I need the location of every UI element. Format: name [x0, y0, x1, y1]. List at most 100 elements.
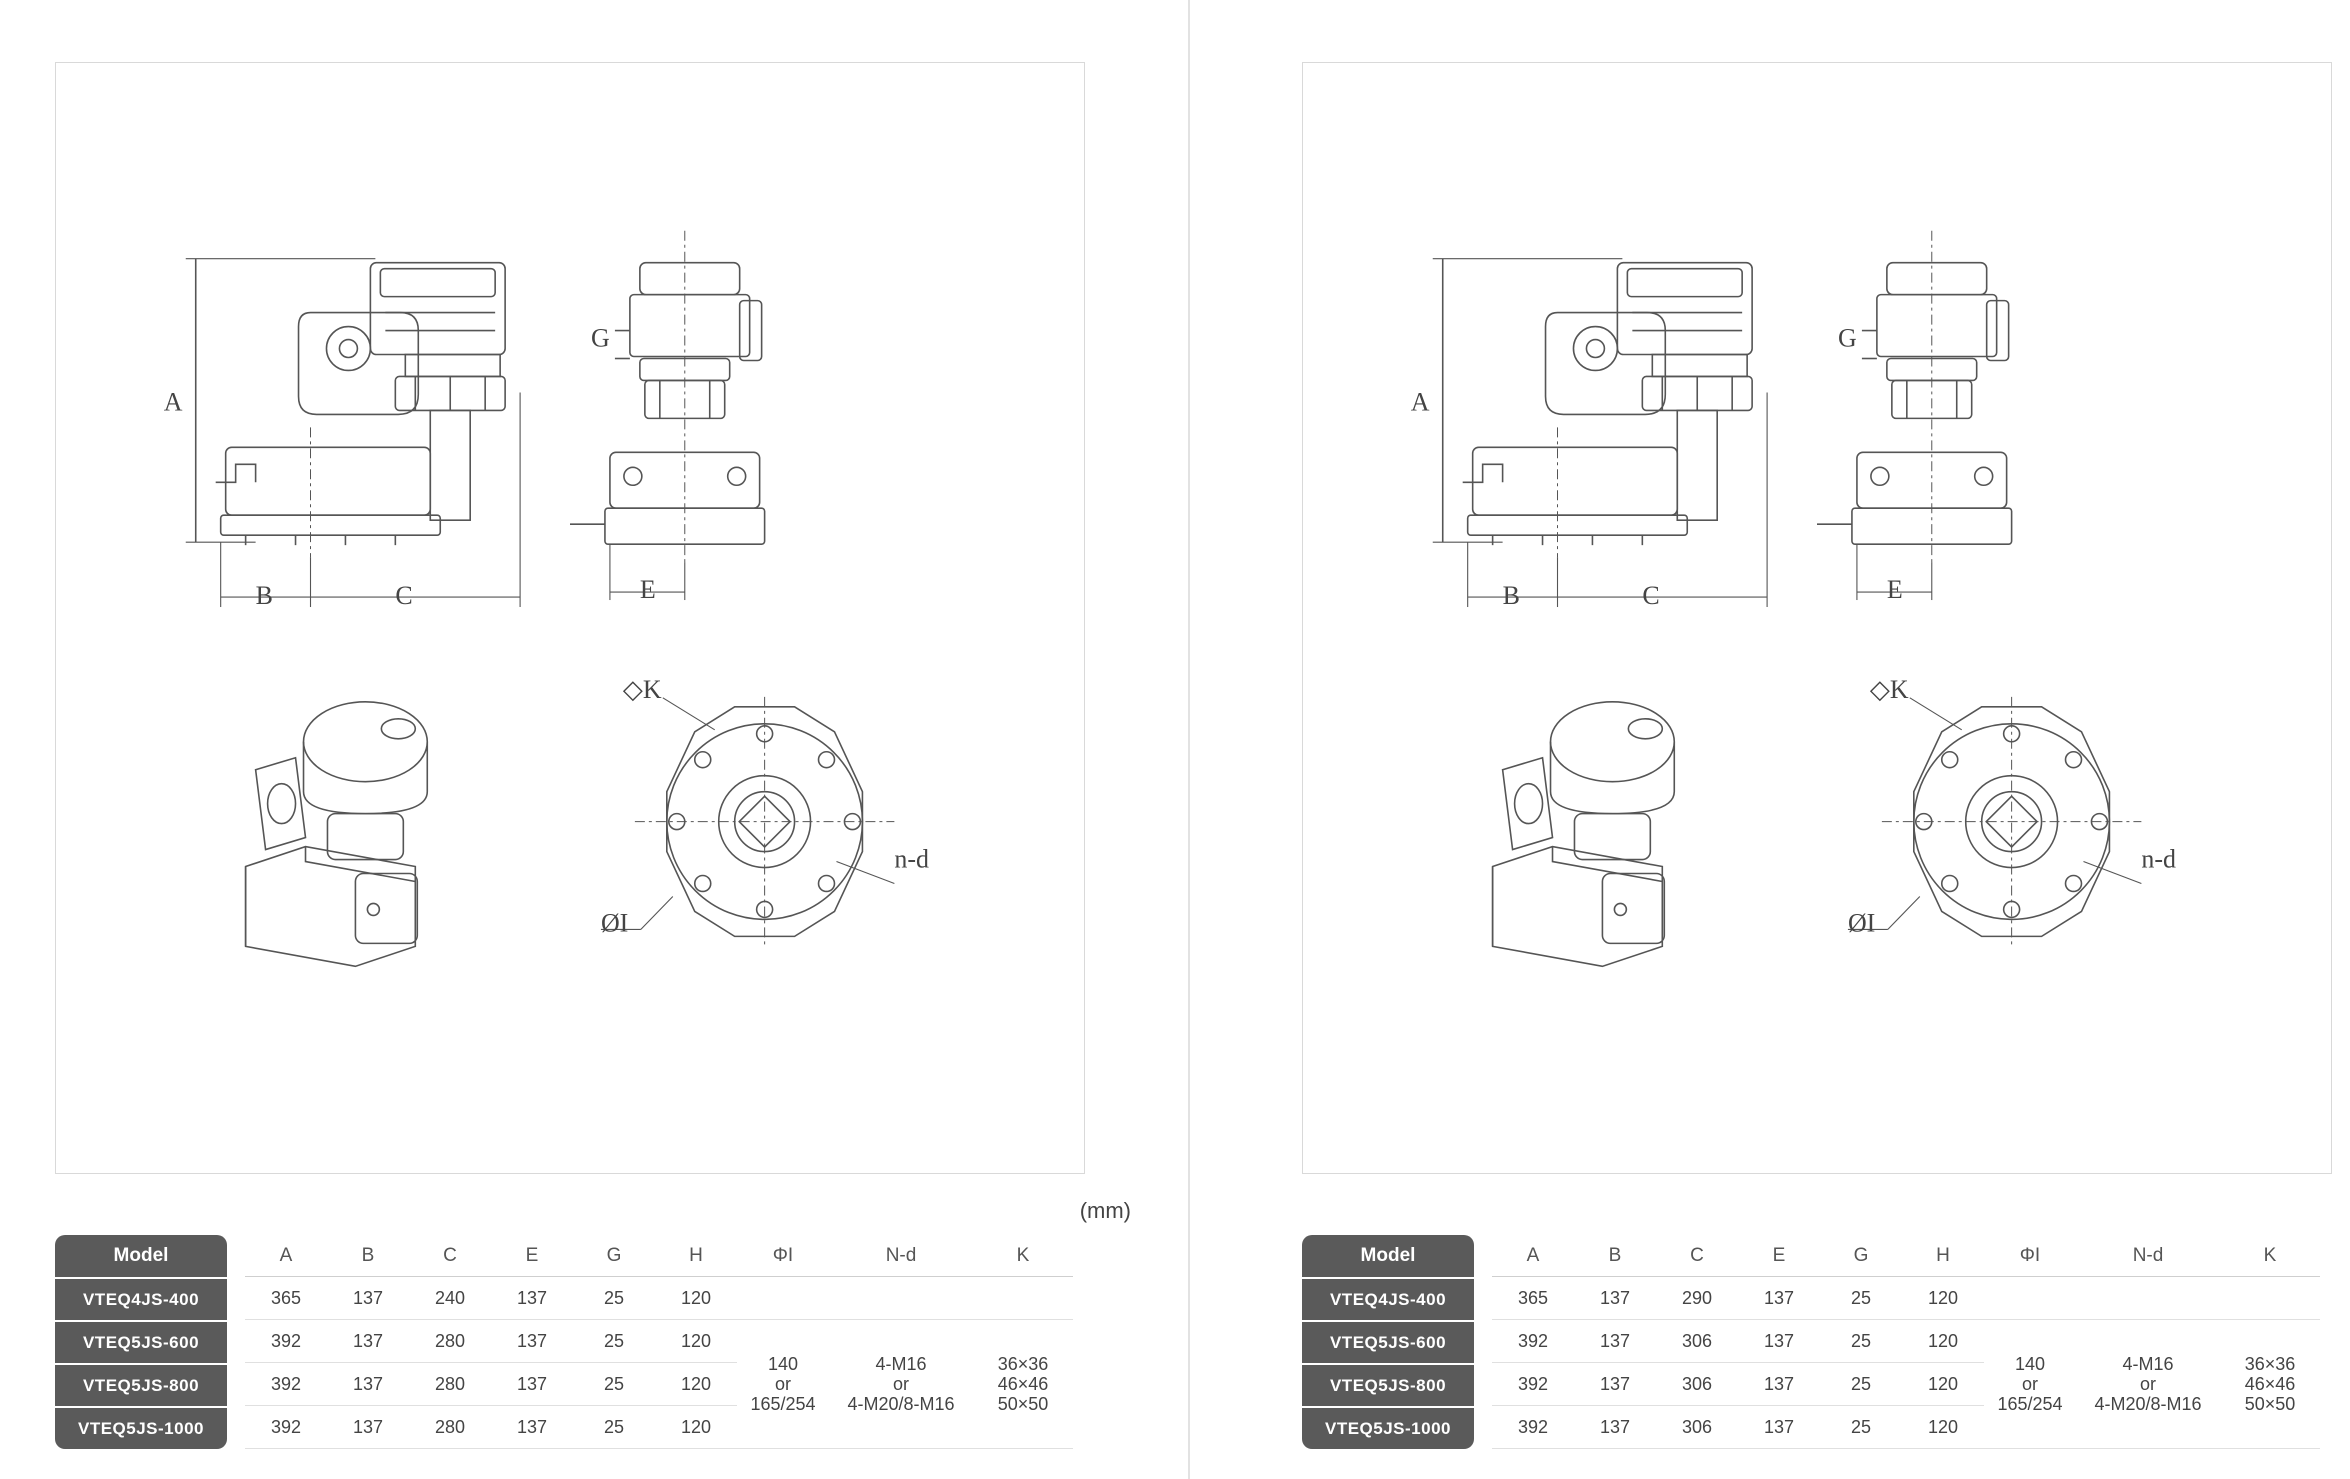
cell-g: 25 [573, 1363, 655, 1406]
dim-label-a: A [1411, 387, 1430, 416]
cell-phi-i [737, 1277, 829, 1320]
cell-e: 137 [491, 1320, 573, 1363]
cell-g: 25 [573, 1320, 655, 1363]
dim-label-e: E [640, 575, 656, 604]
table-header-row: Model A B C E G H ΦI N-d K [55, 1235, 1073, 1277]
cell-h: 120 [1902, 1406, 1984, 1449]
cell-n-d-line: 4-M16 [875, 1354, 927, 1374]
technical-drawing-frame: A B C G E ◇K ØI n-d [55, 62, 1085, 1174]
cell-n-d-line: 4-M20/8-M16 [2094, 1394, 2202, 1414]
cell-e: 137 [491, 1277, 573, 1320]
model-cell: VTEQ5JS-1000 [1302, 1406, 1474, 1449]
cell-b: 137 [327, 1277, 409, 1320]
cell-e: 137 [1738, 1320, 1820, 1363]
header-phi-i: ΦI [737, 1235, 829, 1277]
dim-label-phi-i: ØI [601, 908, 628, 937]
header-c: C [409, 1235, 491, 1277]
cell-a: 392 [1492, 1320, 1574, 1363]
header-a: A [245, 1235, 327, 1277]
header-n-d: N-d [2076, 1235, 2220, 1277]
cell-c: 280 [409, 1320, 491, 1363]
cell-e: 137 [1738, 1363, 1820, 1406]
cell-g: 25 [573, 1406, 655, 1449]
cell-e: 137 [1738, 1277, 1820, 1320]
cell-c: 280 [409, 1363, 491, 1406]
dim-label-a: A [164, 387, 183, 416]
dim-label-e: E [1887, 575, 1903, 604]
dim-label-g: G [591, 324, 610, 353]
cell-k [973, 1277, 1073, 1320]
cell-b: 137 [327, 1363, 409, 1406]
cell-n-d [829, 1277, 973, 1320]
cell-phi-i-line: 165/254 [1997, 1394, 2063, 1414]
header-a: A [1492, 1235, 1574, 1277]
model-cell: VTEQ5JS-800 [55, 1363, 227, 1406]
cell-phi-i-line: 140 [767, 1354, 799, 1374]
side-view-drawing [185, 258, 521, 608]
catalog-page-right: A B C G E ◇K ØI n-d (mm) Model A B [1302, 0, 2350, 1479]
model-cell: VTEQ5JS-600 [55, 1320, 227, 1363]
cell-g: 25 [1820, 1406, 1902, 1449]
header-phi-i: ΦI [1984, 1235, 2076, 1277]
header-c: C [1656, 1235, 1738, 1277]
actuator-technical-drawing: A B C G E ◇K ØI n-d [164, 230, 929, 968]
header-n-d: N-d [829, 1235, 973, 1277]
side-view-drawing [1432, 258, 1768, 608]
header-k: K [2220, 1235, 2320, 1277]
model-cell: VTEQ4JS-400 [55, 1277, 227, 1320]
model-cell: VTEQ5JS-800 [1302, 1363, 1474, 1406]
cell-e: 137 [491, 1406, 573, 1449]
cell-a: 392 [1492, 1406, 1574, 1449]
dim-label-b: B [1503, 581, 1520, 610]
dim-label-n-d: n-d [894, 845, 929, 874]
cell-phi-i-line: 140 [2014, 1354, 2046, 1374]
cell-a: 392 [245, 1320, 327, 1363]
actuator-technical-drawing: A B C G E ◇K ØI n-d [1411, 230, 2176, 968]
specification-table: Model A B C E G H ΦI N-d K VTEQ4JS-400 36… [55, 1235, 1073, 1449]
cell-a: 392 [1492, 1363, 1574, 1406]
cell-n-d-line: or [892, 1374, 909, 1394]
cell-k-line: 50×50 [997, 1394, 1049, 1414]
cell-b: 137 [1574, 1363, 1656, 1406]
cell-c: 306 [1656, 1406, 1738, 1449]
cell-h: 120 [1902, 1277, 1984, 1320]
cell-gap [1474, 1320, 1492, 1363]
cell-c: 240 [409, 1277, 491, 1320]
header-b: B [1574, 1235, 1656, 1277]
cell-h: 120 [1902, 1363, 1984, 1406]
unit-label: (mm) [1079, 1198, 1131, 1223]
dim-label-k: ◇K [623, 675, 662, 704]
cell-c: 306 [1656, 1363, 1738, 1406]
cell-b: 137 [1574, 1277, 1656, 1320]
cell-phi-i-line: or [2021, 1374, 2038, 1394]
header-b: B [327, 1235, 409, 1277]
cell-gap [227, 1277, 245, 1320]
isometric-view-drawing [1491, 701, 1676, 968]
cell-a: 365 [245, 1277, 327, 1320]
cell-k-line: 50×50 [2244, 1394, 2296, 1414]
header-k: K [973, 1235, 1073, 1277]
cell-k [2220, 1277, 2320, 1320]
cell-b: 137 [1574, 1406, 1656, 1449]
cell-e: 137 [1738, 1406, 1820, 1449]
header-h: H [655, 1235, 737, 1277]
cell-phi-i-line: or [774, 1374, 791, 1394]
dim-label-c: C [395, 581, 412, 610]
cell-phi-i-line: 165/254 [750, 1394, 816, 1414]
header-model: Model [1302, 1235, 1474, 1277]
dim-label-b: B [256, 581, 273, 610]
cell-e: 137 [491, 1363, 573, 1406]
cell-h: 120 [1902, 1320, 1984, 1363]
cell-c: 280 [409, 1406, 491, 1449]
